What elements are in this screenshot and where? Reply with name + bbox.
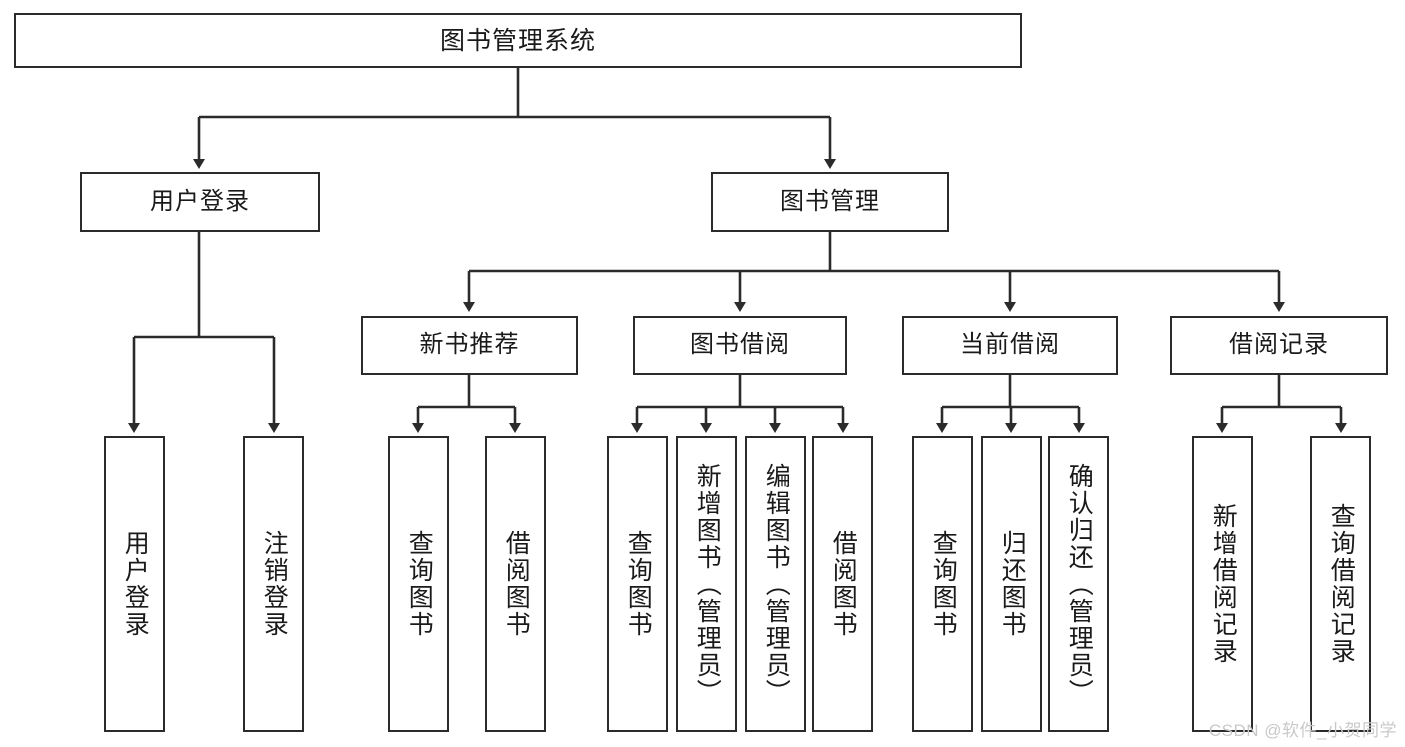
- leaf-edit-book-label: 编辑图书（管理员）: [762, 462, 791, 706]
- leaf-query-book-2-label: 查询图书: [624, 530, 653, 638]
- node-borrow-record[interactable]: 借阅记录: [1170, 316, 1388, 375]
- node-current-borrow[interactable]: 当前借阅: [902, 316, 1118, 375]
- leaf-borrow-book-2[interactable]: 借阅图书: [812, 436, 873, 732]
- leaf-user-login-label: 用户登录: [121, 530, 150, 638]
- leaf-add-record[interactable]: 新增借阅记录: [1192, 436, 1253, 732]
- leaf-add-book-label: 新增图书（管理员）: [693, 462, 722, 706]
- leaf-query-book-1[interactable]: 查询图书: [388, 436, 449, 732]
- node-user-login[interactable]: 用户登录: [80, 172, 320, 232]
- node-user-login-label: 用户登录: [150, 187, 250, 215]
- node-borrow-record-label: 借阅记录: [1229, 331, 1329, 359]
- leaf-user-login[interactable]: 用户登录: [104, 436, 165, 732]
- leaf-query-book-1-label: 查询图书: [405, 530, 434, 638]
- node-book-manage-label: 图书管理: [780, 187, 880, 215]
- node-book-borrow-label: 图书借阅: [690, 331, 790, 359]
- node-new-book-recommend[interactable]: 新书推荐: [361, 316, 578, 375]
- watermark: CSDN @软件_小贺同学: [1208, 721, 1397, 740]
- leaf-edit-book[interactable]: 编辑图书（管理员）: [745, 436, 806, 732]
- leaf-query-book-3[interactable]: 查询图书: [912, 436, 973, 732]
- leaf-borrow-book-1[interactable]: 借阅图书: [485, 436, 546, 732]
- leaf-query-book-2[interactable]: 查询图书: [607, 436, 668, 732]
- node-current-borrow-label: 当前借阅: [960, 331, 1060, 359]
- leaf-return-book[interactable]: 归还图书: [981, 436, 1042, 732]
- node-new-book-recommend-label: 新书推荐: [419, 331, 520, 359]
- node-book-borrow[interactable]: 图书借阅: [633, 316, 847, 375]
- node-root-label: 图书管理系统: [439, 26, 596, 55]
- leaf-user-logout-label: 注销登录: [260, 530, 289, 638]
- leaf-borrow-book-2-label: 借阅图书: [829, 530, 858, 638]
- leaf-return-book-label: 归还图书: [998, 530, 1027, 638]
- leaf-query-book-3-label: 查询图书: [929, 530, 958, 638]
- leaf-add-book[interactable]: 新增图书（管理员）: [676, 436, 737, 732]
- node-root[interactable]: 图书管理系统: [14, 13, 1022, 68]
- leaf-add-record-label: 新增借阅记录: [1209, 503, 1238, 665]
- leaf-user-logout[interactable]: 注销登录: [243, 436, 304, 732]
- node-book-manage[interactable]: 图书管理: [711, 172, 949, 232]
- leaf-confirm-return[interactable]: 确认归还（管理员）: [1048, 436, 1109, 732]
- leaf-query-record[interactable]: 查询借阅记录: [1310, 436, 1371, 732]
- leaf-borrow-book-1-label: 借阅图书: [502, 530, 531, 638]
- leaf-query-record-label: 查询借阅记录: [1327, 503, 1356, 665]
- leaf-confirm-return-label: 确认归还（管理员）: [1065, 462, 1094, 706]
